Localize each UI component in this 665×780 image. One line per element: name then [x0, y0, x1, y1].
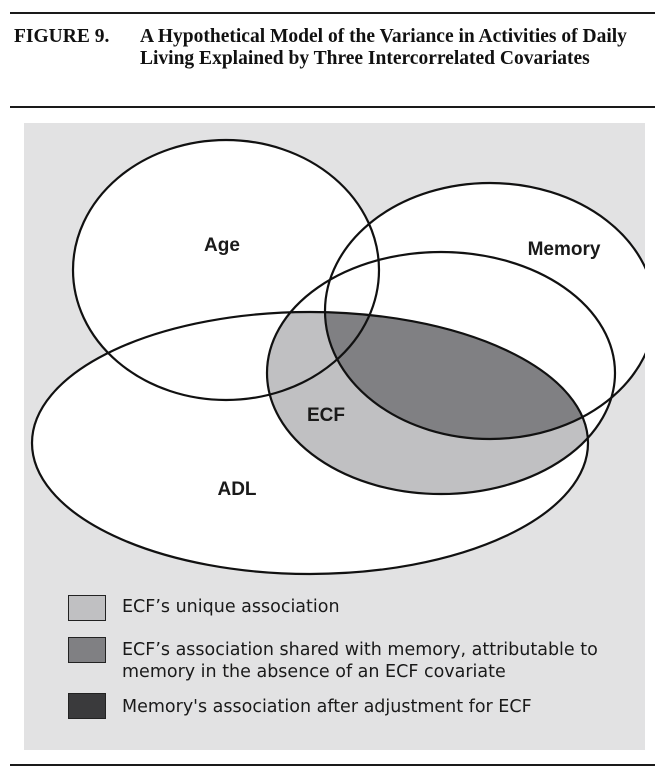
age-label: Age: [204, 235, 240, 256]
ecf-label: ECF: [307, 405, 345, 426]
adl-label: ADL: [217, 479, 256, 500]
legend-text-shared: ECF’s association shared with memory, at…: [122, 640, 598, 682]
age-circle: [71, 138, 381, 402]
legend-swatch-medium: [68, 637, 106, 663]
legend-swatch-light: [68, 595, 106, 621]
diagram-panel: Age Memory ECF ADL ECF’s unique associat…: [24, 123, 645, 750]
legend-swatch-dark: [68, 693, 106, 719]
memory-label: Memory: [528, 239, 601, 260]
bottom-rule: [10, 764, 655, 766]
adl-circle: [30, 310, 590, 576]
top-rule: [10, 12, 655, 14]
memory-circle: [323, 181, 645, 441]
caption-rule: [10, 106, 655, 108]
venn-diagram: Age Memory ECF ADL: [30, 138, 645, 576]
legend-text-memory: Memory's association after adjustment fo…: [122, 697, 532, 717]
legend-text-unique: ECF’s unique association: [122, 597, 340, 617]
ecf-circle: [265, 250, 617, 496]
figure-label: FIGURE 9.: [14, 26, 110, 47]
figure-title: A Hypothetical Model of the Variance in …: [140, 26, 627, 69]
